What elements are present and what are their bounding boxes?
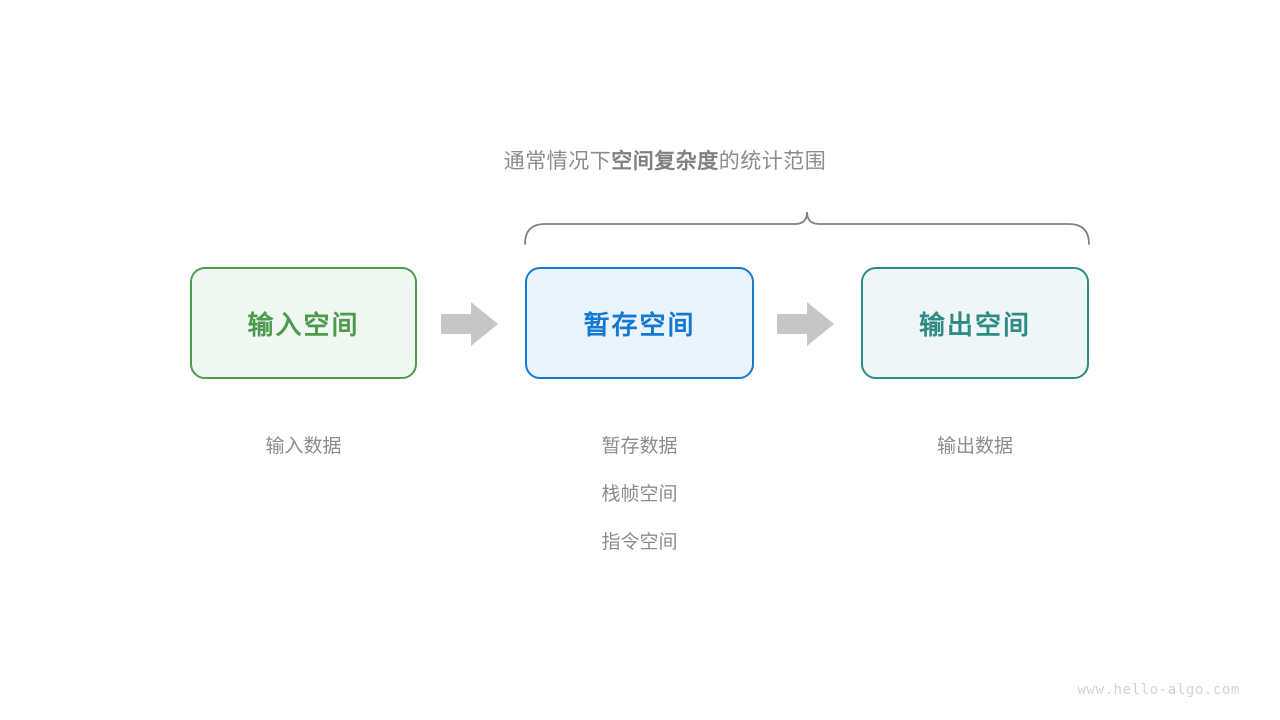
caption-group-output: 输出数据 bbox=[861, 423, 1089, 471]
caption-line: 栈帧空间 bbox=[601, 484, 678, 505]
arrow-right-icon-1 bbox=[441, 302, 498, 346]
arrow-right-icon-2 bbox=[777, 302, 834, 346]
box-output-space-label: 输出空间 bbox=[918, 309, 1031, 340]
box-buffer-space[interactable]: 暂存空间 bbox=[525, 267, 754, 379]
box-output-space[interactable]: 输出空间 bbox=[861, 267, 1089, 379]
caption-line: 输出数据 bbox=[936, 436, 1013, 457]
caption-line: 输入数据 bbox=[265, 436, 342, 457]
curly-brace-icon bbox=[524, 211, 1090, 245]
brace-caption-emphasis: 空间复杂度 bbox=[611, 150, 719, 173]
brace-caption-prefix: 通常情况下 bbox=[503, 150, 612, 173]
caption-line: 暂存数据 bbox=[601, 436, 678, 457]
caption-group-input: 输入数据 bbox=[190, 423, 417, 471]
box-input-space[interactable]: 输入空间 bbox=[190, 267, 417, 379]
caption-line: 指令空间 bbox=[601, 532, 678, 553]
box-input-space-label: 输入空间 bbox=[247, 309, 360, 340]
caption-group-buffer: 暂存数据 栈帧空间 指令空间 bbox=[525, 423, 754, 567]
box-buffer-space-label: 暂存空间 bbox=[583, 309, 696, 340]
watermark: www.hello-algo.com bbox=[1077, 682, 1240, 698]
brace-caption-suffix: 的统计范围 bbox=[718, 150, 827, 173]
brace-caption: 通常情况下空间复杂度的统计范围 bbox=[0, 145, 1280, 175]
